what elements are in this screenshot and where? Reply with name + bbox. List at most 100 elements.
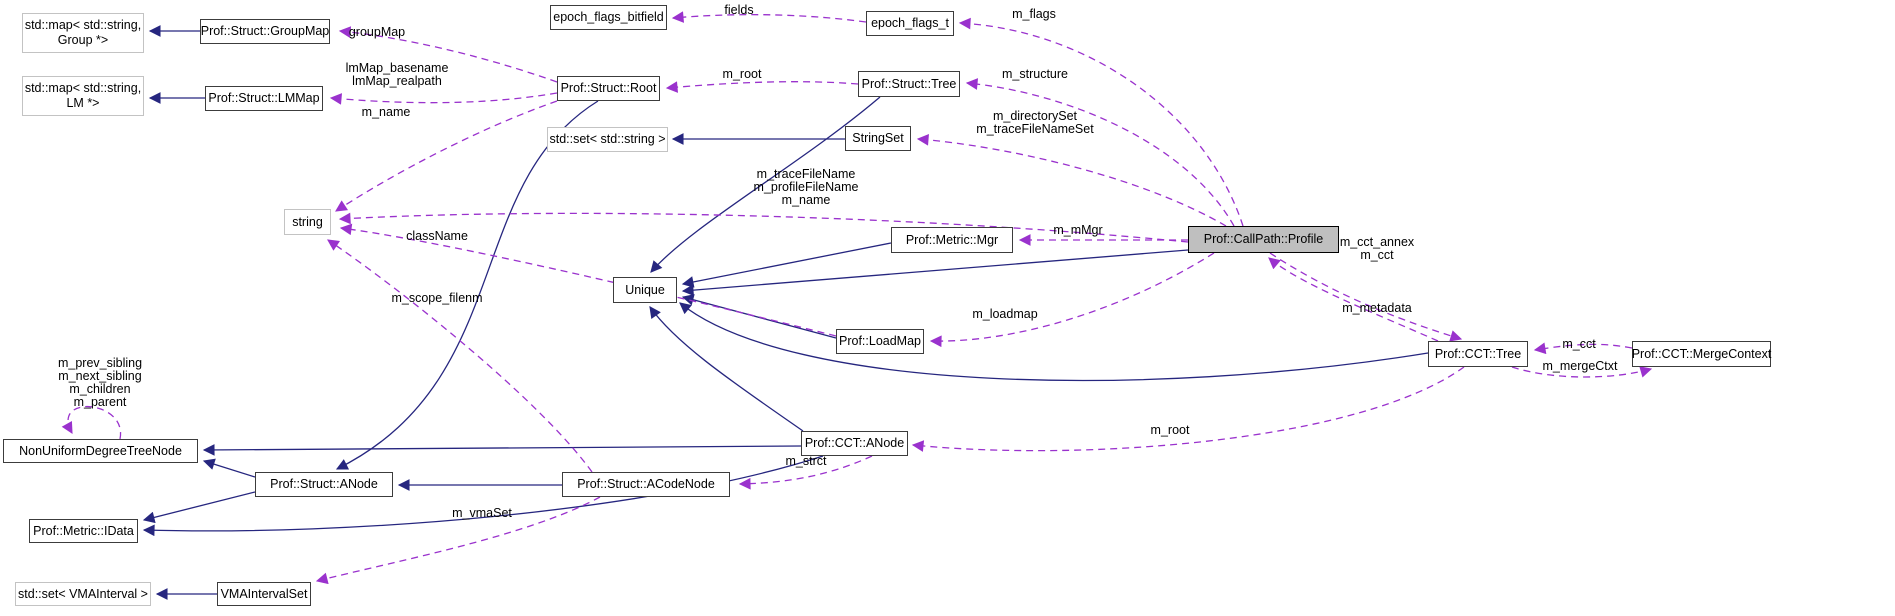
node-metric-mgr[interactable]: Prof::Metric::Mgr (891, 227, 1013, 253)
edge-profile-stringset (916, 134, 1227, 227)
node-string-set[interactable]: StringSet (845, 126, 911, 151)
edge-profile-loadmap (929, 252, 1215, 348)
node-set-vma[interactable]: std::set< VMAInterval > (15, 582, 151, 606)
edge-label-m-structure: m_structure (1002, 67, 1068, 81)
edge-profile-ccttree (1269, 252, 1463, 342)
node-label: Prof::Struct::Root (560, 81, 657, 96)
edge-label-m-root-top: m_root (722, 67, 762, 81)
edge-nudtn-self (61, 405, 122, 440)
node-label: Unique (625, 282, 665, 297)
node-struct-anode[interactable]: Prof::Struct::ANode (255, 472, 393, 497)
edge-label-m-cct: m_cct (1562, 337, 1596, 351)
node-label: LM *> (66, 96, 100, 110)
node-label: Prof::Struct::GroupMap (200, 24, 330, 39)
node-label: Prof::LoadMap (839, 334, 921, 349)
node-map-group[interactable]: std::map< std::string,Group *> (22, 13, 144, 53)
edge-cctanode-to-nudtn (202, 444, 802, 456)
node-map-lm[interactable]: std::map< std::string,LM *> (22, 76, 144, 116)
edge-acode-vmaset (315, 496, 601, 585)
edge-profile-to-unique (681, 249, 1189, 296)
edge-label-classname: className (406, 229, 468, 243)
edge-cctanode-to-unique (649, 306, 804, 432)
node-string[interactable]: string (284, 209, 331, 235)
edge-acode-string (327, 239, 593, 473)
node-set-string[interactable]: std::set< std::string > (547, 127, 668, 152)
node-group-map[interactable]: Prof::Struct::GroupMap (200, 19, 330, 44)
edge-sanode-to-nudtn (202, 458, 256, 478)
node-label: std::set< VMAInterval > (18, 586, 148, 601)
node-vma-set[interactable]: VMAIntervalSet (217, 582, 311, 606)
node-label: Prof::Struct::ACodeNode (577, 477, 715, 492)
node-acode-node[interactable]: Prof::Struct::ACodeNode (562, 472, 730, 497)
node-label: Prof::CallPath::Profile (1203, 232, 1324, 247)
edge-root-to-sanode (335, 100, 599, 470)
edge-label-m-scope-filenm: m_scope_filenm (391, 291, 483, 305)
node-label: Prof::Struct::Tree (861, 76, 957, 91)
node-label: Prof::CCT::ANode (804, 436, 905, 451)
node-struct-tree[interactable]: Prof::Struct::Tree (858, 71, 960, 97)
node-label: Prof::Struct::LMMap (208, 91, 320, 106)
node-label: string (292, 214, 323, 229)
node-struct-root[interactable]: Prof::Struct::Root (557, 76, 660, 101)
node-label: Prof::Metric::Mgr (905, 232, 999, 247)
edge-epocht-bitfield (671, 11, 867, 23)
edge-ccttree-mergectx (1511, 366, 1653, 378)
edge-label-m-name-root: m_name (361, 105, 411, 119)
node-label: epoch_flags_t (871, 16, 949, 31)
edge-label-m-metadata: m_metadata (1342, 301, 1412, 315)
edge-ccttree-profile (1268, 257, 1439, 342)
node-label: std::set< std::string > (549, 132, 666, 147)
node-label: epoch_flags_bitfield (553, 10, 664, 25)
edge-stree-root (665, 81, 859, 93)
node-metric-idata[interactable]: Prof::Metric::IData (29, 519, 138, 543)
edge-label-groupmap: groupMap (348, 25, 406, 39)
edge-profile-epocht (958, 17, 1244, 227)
edge-sanode-to-idata (142, 491, 256, 524)
node-unique[interactable]: Unique (613, 277, 677, 303)
node-loadmap[interactable]: Prof::LoadMap (836, 329, 924, 354)
node-label: Prof::Struct::ANode (270, 477, 378, 492)
edge-label-m-mergectxt: m_mergeCtxt (1542, 359, 1618, 373)
edge-root-groupmap (338, 26, 558, 83)
edge-label-m-strct: m_strct (785, 454, 827, 468)
edge-root-string (335, 100, 558, 212)
edge-label-m-vmaset: m_vmaSet (452, 506, 512, 520)
node-label: Prof::CCT::Tree (1434, 346, 1522, 361)
node-cct-anode[interactable]: Prof::CCT::ANode (801, 431, 908, 456)
node-label: Prof::CCT::MergeContext (1631, 346, 1772, 361)
node-epoch-flags-bitfield[interactable]: epoch_flags_bitfield (550, 5, 667, 30)
edge-label-m-loadmap: m_loadmap (972, 307, 1038, 321)
edge-label-m-mmgr: m_mMgr (1053, 223, 1103, 237)
node-label: NonUniformDegreeTreeNode (19, 443, 182, 458)
edge-root-lmmap (329, 92, 558, 105)
node-profile[interactable]: Prof::CallPath::Profile (1188, 226, 1339, 253)
edge-structtree-to-unique (650, 96, 881, 273)
node-label: Prof::Metric::IData (33, 523, 134, 538)
edge-loadmap-string (339, 223, 837, 337)
node-label: std::map< std::string, (24, 18, 142, 33)
edge-label-m-flags: m_flags (1012, 7, 1056, 21)
node-label: StringSet (852, 131, 904, 146)
node-label: std::map< std::string, (24, 81, 142, 96)
node-cct-tree[interactable]: Prof::CCT::Tree (1428, 341, 1528, 367)
edge-cctanode-acode (738, 455, 873, 490)
node-label: Group *> (57, 33, 109, 47)
edge-label-fields: fields (724, 3, 754, 17)
node-nudtn[interactable]: NonUniformDegreeTreeNode (3, 439, 198, 463)
node-lm-map[interactable]: Prof::Struct::LMMap (205, 86, 323, 111)
edge-profile-string (338, 212, 1189, 243)
node-epoch-flags-t[interactable]: epoch_flags_t (866, 11, 954, 36)
node-merge-context[interactable]: Prof::CCT::MergeContext (1632, 341, 1771, 367)
node-label: VMAIntervalSet (220, 586, 308, 601)
edge-ccttree-to-unique (679, 302, 1429, 382)
edge-mergectx-ccttree (1533, 342, 1633, 355)
edge-ccttree-cctanode (911, 366, 1465, 452)
edge-profile-stree (965, 78, 1235, 227)
